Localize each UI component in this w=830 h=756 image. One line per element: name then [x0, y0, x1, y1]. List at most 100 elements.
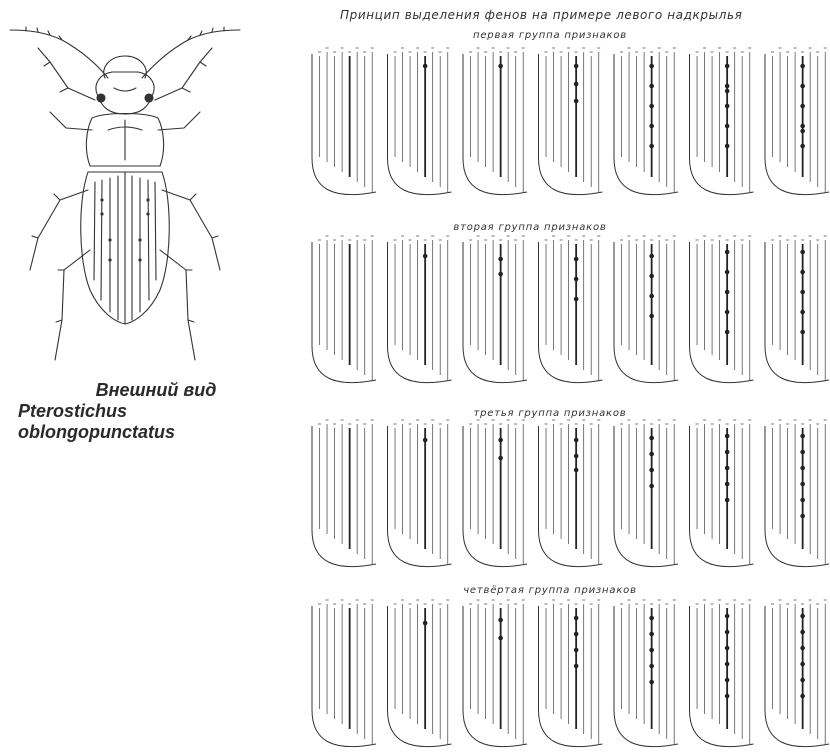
phene-dot: [574, 438, 579, 443]
phene-dot: [574, 632, 579, 637]
phene-dot: [725, 104, 730, 109]
phene-dot: [725, 614, 730, 619]
phene-dot: [649, 104, 654, 109]
phene-dot: [725, 270, 730, 275]
phene-dot: [725, 64, 730, 69]
elytron-4-3: [463, 600, 527, 747]
elytron-1-1: [312, 48, 376, 195]
phene-dot: [649, 294, 654, 299]
phene-dot: [725, 250, 730, 255]
phene-dot: [725, 662, 730, 667]
elytron-2-1: [312, 236, 376, 383]
phene-dot: [498, 618, 503, 623]
phene-dot: [725, 646, 730, 651]
phene-dot: [800, 330, 805, 335]
phene-dot: [800, 84, 805, 89]
phene-dot: [800, 646, 805, 651]
phene-dot: [649, 274, 654, 279]
phene-dot: [423, 438, 428, 443]
elytron-3-3: [463, 420, 527, 567]
phene-dot: [725, 450, 730, 455]
elytron-3-2: [388, 420, 452, 567]
phene-dot: [498, 456, 503, 461]
phene-dot: [800, 694, 805, 699]
elytron-4-5: [614, 600, 678, 747]
phene-dot: [574, 297, 579, 302]
phene-dot: [423, 64, 428, 69]
elytron-4-6: [690, 600, 754, 747]
phene-dot: [725, 694, 730, 699]
phene-dot: [649, 664, 654, 669]
phene-dot: [574, 648, 579, 653]
phene-dot: [574, 664, 579, 669]
phene-dot: [649, 452, 654, 457]
phene-dot: [725, 434, 730, 439]
phene-dot: [574, 468, 579, 473]
phene-dot: [649, 436, 654, 441]
phene-dot: [725, 630, 730, 635]
elytron-2-4: [539, 236, 603, 383]
phene-dot: [800, 514, 805, 519]
elytron-1-5: [614, 48, 678, 195]
elytron-3-4: [539, 420, 603, 567]
elytron-2-3: [463, 236, 527, 383]
elytron-4-4: [539, 600, 603, 747]
elytron-2-6: [690, 236, 754, 383]
phene-dot: [800, 678, 805, 683]
phene-dot: [574, 99, 579, 104]
elytron-1-6: [690, 48, 754, 195]
phene-dot: [800, 290, 805, 295]
phene-dot: [649, 124, 654, 129]
phene-dot: [574, 616, 579, 621]
phene-dot: [800, 614, 805, 619]
phene-dot: [649, 616, 654, 621]
phene-dot: [649, 254, 654, 259]
phene-dot: [423, 621, 428, 626]
phene-dot: [800, 434, 805, 439]
phene-dot: [649, 144, 654, 149]
phene-dot: [649, 680, 654, 685]
elytron-3-6: [690, 420, 754, 567]
phene-dot: [800, 466, 805, 471]
elytron-1-4: [539, 48, 603, 195]
phene-dot: [725, 310, 730, 315]
phene-dot: [498, 64, 503, 69]
phene-dot: [800, 64, 805, 69]
phene-dot: [725, 290, 730, 295]
phene-dot: [574, 454, 579, 459]
elytron-4-7: [765, 600, 829, 747]
phene-dot: [649, 648, 654, 653]
elytron-3-1: [312, 420, 376, 567]
phene-dot: [649, 468, 654, 473]
phene-dot: [725, 84, 730, 89]
phene-dot: [725, 466, 730, 471]
phene-dot: [800, 250, 805, 255]
elytron-4-1: [312, 600, 376, 747]
phene-dot: [649, 314, 654, 319]
phene-dot: [574, 82, 579, 87]
phene-dot: [574, 64, 579, 69]
elytron-4-2: [388, 600, 452, 747]
elytron-1-7: [765, 48, 829, 195]
elytron-1-3: [463, 48, 527, 195]
phene-dot: [498, 272, 503, 277]
elytron-3-7: [765, 420, 829, 567]
elytron-1-2: [388, 48, 452, 195]
phene-dot: [725, 482, 730, 487]
phene-dot: [725, 124, 730, 129]
elytron-2-7: [765, 236, 829, 383]
phene-dot: [800, 450, 805, 455]
phene-dot: [800, 482, 805, 487]
phene-dot: [498, 257, 503, 262]
phene-dot: [649, 632, 654, 637]
phene-dot: [649, 84, 654, 89]
phene-dot: [574, 257, 579, 262]
phene-dot: [800, 104, 805, 109]
phene-dot: [800, 662, 805, 667]
phene-dot: [800, 270, 805, 275]
phene-dot: [423, 254, 428, 259]
phene-dot: [800, 498, 805, 503]
phene-dot: [800, 310, 805, 315]
phene-dot: [649, 484, 654, 489]
